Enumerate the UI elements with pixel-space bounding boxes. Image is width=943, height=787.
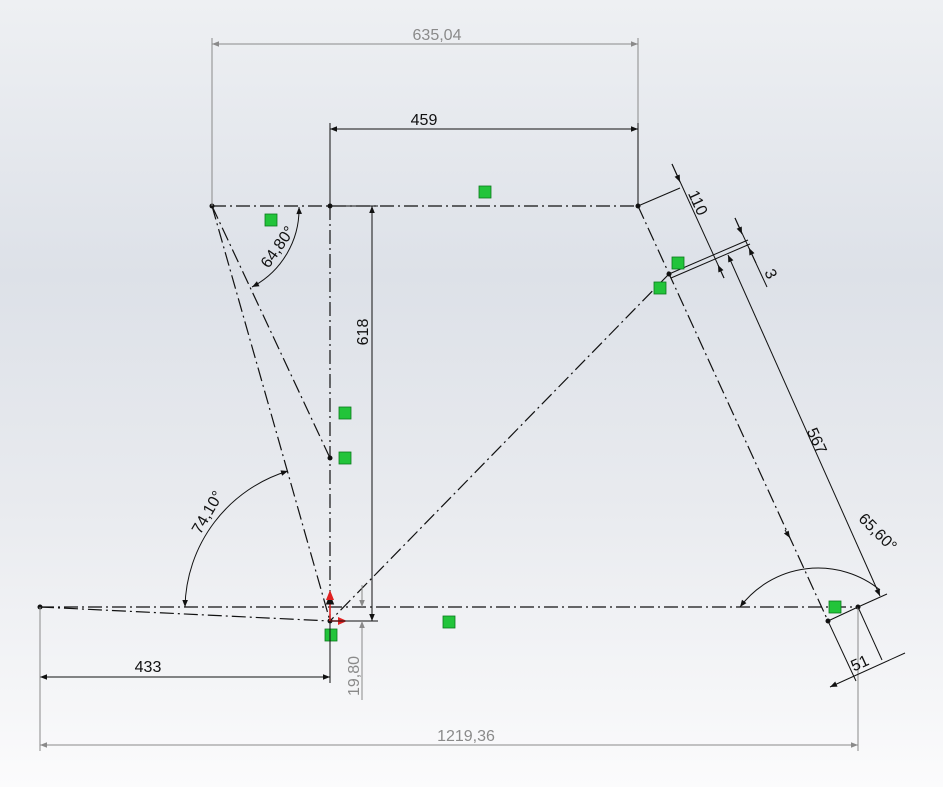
dimension-text[interactable]: 459 (411, 112, 438, 129)
dimension-459[interactable]: 459 (329, 112, 639, 206)
dimension-text[interactable]: 65,60° (855, 510, 900, 555)
coincident-relation-icon[interactable] (338, 451, 352, 465)
coincident-relation-icon[interactable] (653, 281, 667, 295)
dimension-text[interactable]: 3 (761, 267, 780, 282)
parallel-relation-icon[interactable] (671, 256, 685, 270)
dimension-618[interactable]: 618 (330, 205, 378, 622)
seat-stay-line[interactable] (211, 205, 331, 459)
perpendicular-relation-icon[interactable] (828, 600, 842, 614)
dimension-text[interactable]: 74,10° (189, 488, 227, 537)
dimension-text[interactable]: 433 (135, 659, 162, 676)
coincident-relation-icon[interactable] (324, 628, 338, 642)
dimension-text[interactable]: 567 (803, 425, 830, 456)
dimension-text[interactable]: 1219,36 (437, 728, 495, 745)
dimension-3[interactable]: 3 (734, 217, 780, 288)
horizontal-relation-icon[interactable] (264, 213, 278, 227)
angle-74-10[interactable]: 74,10° (182, 470, 289, 608)
dimension-text[interactable]: 618 (355, 319, 372, 346)
horizontal-relation-icon[interactable] (442, 615, 456, 629)
chainstay-line[interactable] (39, 606, 331, 622)
head-fork-line[interactable] (637, 205, 829, 622)
horizontal-relation-icon[interactable] (478, 185, 492, 199)
dimension-text[interactable]: 110 (684, 188, 710, 218)
dimension-1219[interactable]: 1219,36 (39, 607, 859, 751)
dimension-text[interactable]: 19,80 (346, 656, 363, 696)
dimension-text[interactable]: 64,80° (258, 224, 299, 272)
angle-65-60[interactable]: 65,60° (739, 510, 900, 608)
dimension-text[interactable]: 635,04 (413, 27, 462, 44)
relation-icons[interactable] (264, 185, 842, 642)
dimension-567[interactable]: 567 (727, 254, 888, 608)
sketch-geometry[interactable] (37, 187, 861, 624)
vertical-relation-icon[interactable] (338, 406, 352, 420)
dimension-text[interactable]: 51 (849, 652, 872, 675)
dimension-51[interactable]: 51 (827, 606, 906, 688)
dimension-19-80[interactable]: 19,80 (346, 585, 365, 700)
down-tube-line[interactable] (329, 273, 670, 622)
